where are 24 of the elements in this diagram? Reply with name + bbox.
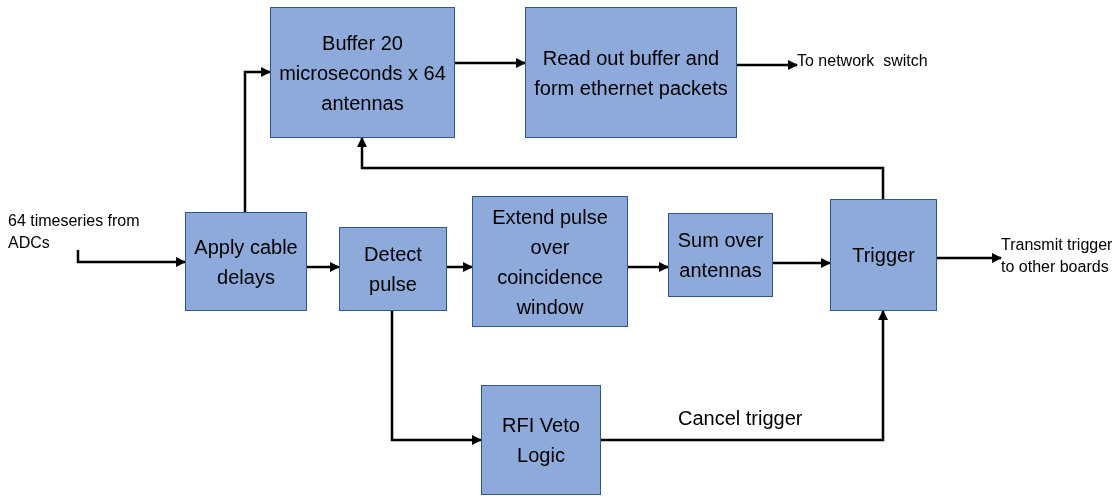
- arrow: [601, 310, 888, 442]
- arrow: [390, 311, 482, 445]
- process-box: Sum over antennas: [668, 213, 773, 297]
- process-box: Detect pulse: [339, 227, 447, 311]
- process-box: Extend pulse over coincidence window: [472, 196, 628, 327]
- process-box: Read out buffer and form ethernet packets: [525, 7, 737, 138]
- arrow: [357, 137, 885, 199]
- arrow: [937, 253, 1002, 263]
- process-box: Buffer 20 microseconds x 64 antennas: [270, 7, 455, 138]
- arrow: [455, 58, 526, 68]
- arrow: [628, 262, 669, 272]
- arrow: [737, 60, 798, 70]
- arrow: [773, 258, 831, 268]
- process-box: Trigger: [830, 199, 937, 311]
- edge-label: Cancel trigger: [676, 407, 805, 430]
- arrow: [447, 262, 473, 272]
- arrow: [76, 250, 186, 267]
- arrow: [307, 262, 340, 272]
- annotation-text: To network switch: [797, 51, 929, 71]
- process-box: RFI Veto Logic: [481, 385, 601, 495]
- arrow: [243, 67, 271, 212]
- annotation-text: Transmit trigger to other boards: [1001, 235, 1114, 277]
- annotation-text: 64 timeseries from ADCs: [8, 211, 141, 253]
- process-box: Apply cable delays: [185, 212, 307, 311]
